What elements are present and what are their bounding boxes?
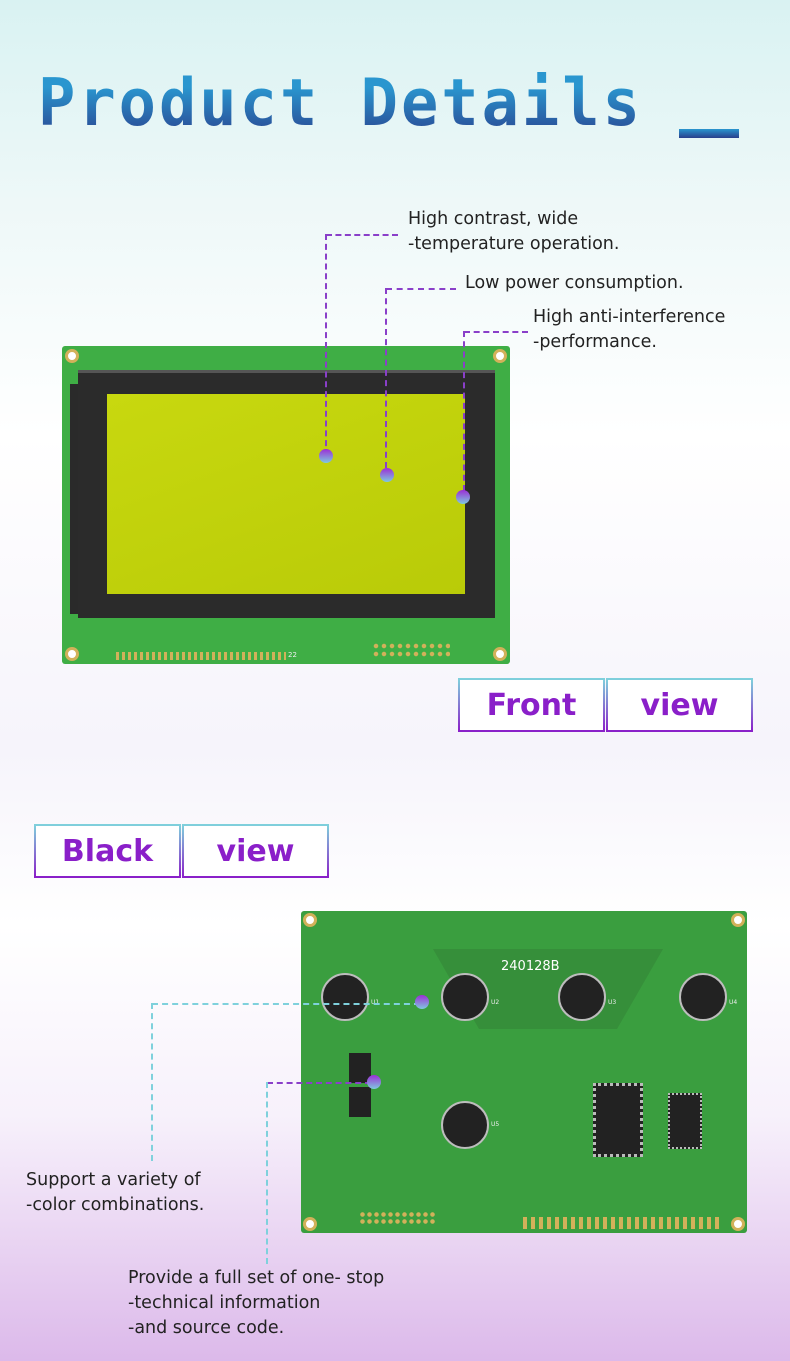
mount-hole	[493, 349, 507, 363]
callout-line	[151, 1003, 153, 1161]
callout-line	[386, 288, 456, 290]
callout-text: Support a variety of-color combinations.	[26, 1170, 205, 1215]
mount-hole	[731, 1217, 745, 1231]
mount-hole	[65, 349, 79, 363]
chip-blob	[679, 973, 727, 1021]
front-tag-word: Front	[458, 678, 605, 732]
callout-text: High anti-interference-performance.	[533, 307, 726, 352]
view-tag-word: view	[606, 678, 753, 732]
chip-label: U2	[491, 999, 500, 1006]
callout-text: Provide a full set of one- stop-technica…	[128, 1268, 385, 1338]
back-pcb: 240128B U1 U2 U3 U4 U5	[301, 911, 747, 1233]
ic	[349, 1053, 371, 1083]
pin-label: 22	[288, 651, 297, 659]
connector-pads	[359, 1211, 437, 1225]
callout-line	[385, 288, 387, 468]
mount-hole	[303, 913, 317, 927]
callout-dot	[367, 1075, 381, 1089]
callout-line	[464, 331, 528, 333]
mount-hole	[493, 647, 507, 661]
chip-label: U1	[371, 999, 380, 1006]
callout-line	[152, 1003, 420, 1005]
front-lcd-module: 22	[62, 346, 510, 664]
callout-text: Low power consumption.	[465, 273, 684, 293]
view-tag-word: view	[182, 824, 329, 878]
callout-dot	[380, 468, 394, 482]
callout-dot	[319, 449, 333, 463]
callout-dot	[456, 490, 470, 504]
black-tag-word: Black	[34, 824, 181, 878]
mount-hole	[303, 1217, 317, 1231]
connector-pads	[372, 642, 450, 658]
bezel-side	[70, 384, 80, 614]
callout-line	[326, 234, 398, 236]
pin-header	[116, 652, 286, 660]
callout-line	[463, 331, 465, 491]
title-underline	[679, 129, 739, 138]
lcd-frame	[78, 370, 495, 618]
chip-blob	[321, 973, 369, 1021]
ic	[349, 1087, 371, 1117]
chip-label: U4	[729, 999, 738, 1006]
callout-line	[266, 1082, 268, 1264]
callout-text: High contrast, wide-temperature operatio…	[408, 209, 620, 254]
chip-blob	[558, 973, 606, 1021]
chip-label: U3	[608, 999, 617, 1006]
mount-hole	[731, 913, 745, 927]
lcd-screen	[107, 394, 465, 594]
pin-pads	[523, 1217, 723, 1229]
callout-dot	[415, 995, 429, 1009]
callout-line	[325, 234, 327, 456]
callout-line	[267, 1082, 371, 1084]
controller-ic	[593, 1083, 643, 1157]
model-label: 240128B	[501, 959, 560, 974]
chip-label: U5	[491, 1121, 500, 1128]
chip-blob	[441, 1101, 489, 1149]
mount-hole	[65, 647, 79, 661]
page-title: Product Details	[38, 64, 643, 141]
ic	[668, 1093, 702, 1149]
chip-blob	[441, 973, 489, 1021]
